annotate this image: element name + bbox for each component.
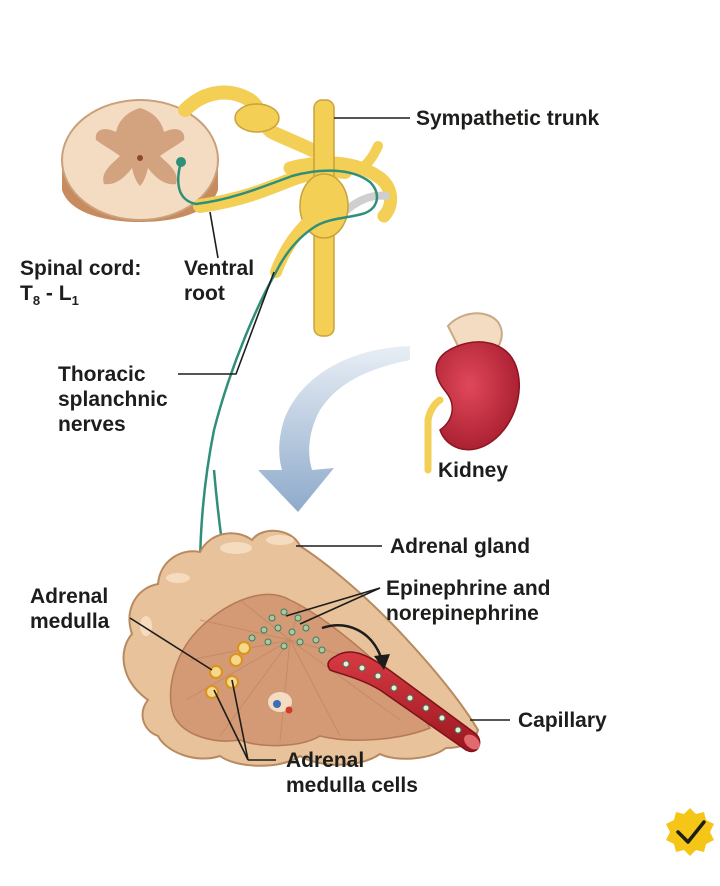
label-spinal-cord: Spinal cord: T8 - L1 bbox=[20, 257, 142, 308]
adrenal-gland bbox=[122, 529, 480, 767]
epinephrine-granules bbox=[248, 608, 326, 654]
label-adrenal-medulla: Adrenal medulla bbox=[30, 585, 110, 633]
label-adrenal-gland: Adrenal gland bbox=[390, 535, 531, 558]
preganglionic-fiber bbox=[177, 161, 379, 674]
label-capillary: Capillary bbox=[518, 709, 607, 732]
checkmark-badge-icon bbox=[666, 808, 714, 856]
secretion-arrow bbox=[321, 624, 384, 661]
label-epinephrine-norepinephrine: Epinephrine and norepinephrine bbox=[386, 577, 551, 625]
label-adrenal-medulla-cells: Adrenal medulla cells bbox=[286, 749, 418, 797]
label-sympathetic-trunk: Sympathetic trunk bbox=[416, 107, 600, 130]
label-ventral-root: Ventral root bbox=[184, 257, 255, 305]
label-kidney: Kidney bbox=[438, 459, 509, 482]
flow-arrow bbox=[258, 346, 410, 512]
capillary bbox=[327, 651, 481, 753]
leader-lines bbox=[129, 117, 510, 761]
secretion-arrowhead bbox=[374, 654, 390, 670]
kidney bbox=[424, 312, 520, 474]
label-thoracic-splanchnic-nerves: Thoracic splanchnic nerves bbox=[58, 363, 168, 436]
spinal-cord-segments: T8 - L1 bbox=[20, 282, 79, 308]
